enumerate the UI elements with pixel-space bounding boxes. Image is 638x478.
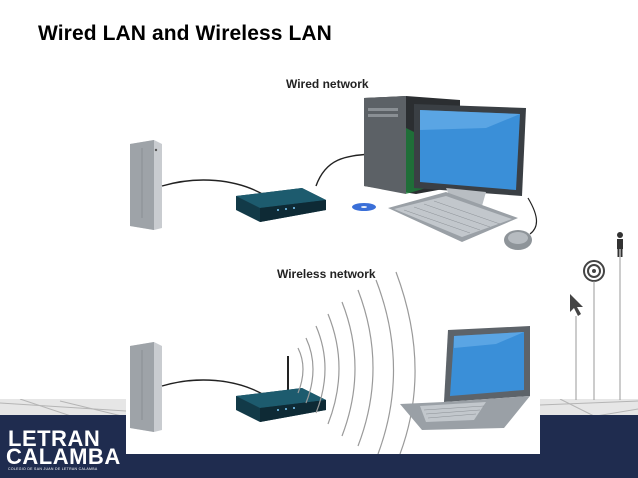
person-icon bbox=[617, 232, 623, 400]
wired-cable-2 bbox=[315, 153, 371, 187]
wired-network-label: Wired network bbox=[286, 77, 369, 91]
diagram-drawing bbox=[130, 96, 538, 455]
cursor-icon bbox=[570, 294, 583, 400]
logo-line1: LETRAN bbox=[8, 426, 101, 451]
wired-cable-1 bbox=[161, 179, 267, 197]
laptop-icon bbox=[400, 326, 530, 430]
wireless-network-label: Wireless network bbox=[277, 267, 376, 281]
monitor-icon bbox=[414, 104, 526, 206]
wireless-modem-icon bbox=[130, 342, 162, 432]
wireless-signal-icon bbox=[297, 271, 416, 455]
wired-router-icon bbox=[236, 188, 326, 222]
logo-line2: CALAMBA bbox=[6, 444, 121, 469]
target-icon bbox=[583, 260, 605, 400]
logo-subtitle: COLEGIO DE SAN JUAN DE LETRAN CALAMBA bbox=[8, 467, 98, 471]
wired-modem-icon bbox=[130, 140, 162, 230]
cd-icon bbox=[352, 203, 376, 211]
mouse-icon bbox=[504, 197, 538, 250]
network-diagram: Wired network Wireless network bbox=[126, 68, 540, 455]
wireless-router-icon bbox=[236, 356, 326, 422]
slide-title: Wired LAN and Wireless LAN bbox=[38, 22, 332, 45]
decorative-icons bbox=[570, 232, 623, 400]
keyboard-icon bbox=[388, 192, 518, 242]
wireless-cable bbox=[161, 379, 267, 397]
letran-calamba-logo: LETRAN CALAMBA COLEGIO DE SAN JUAN DE LE… bbox=[6, 428, 126, 472]
